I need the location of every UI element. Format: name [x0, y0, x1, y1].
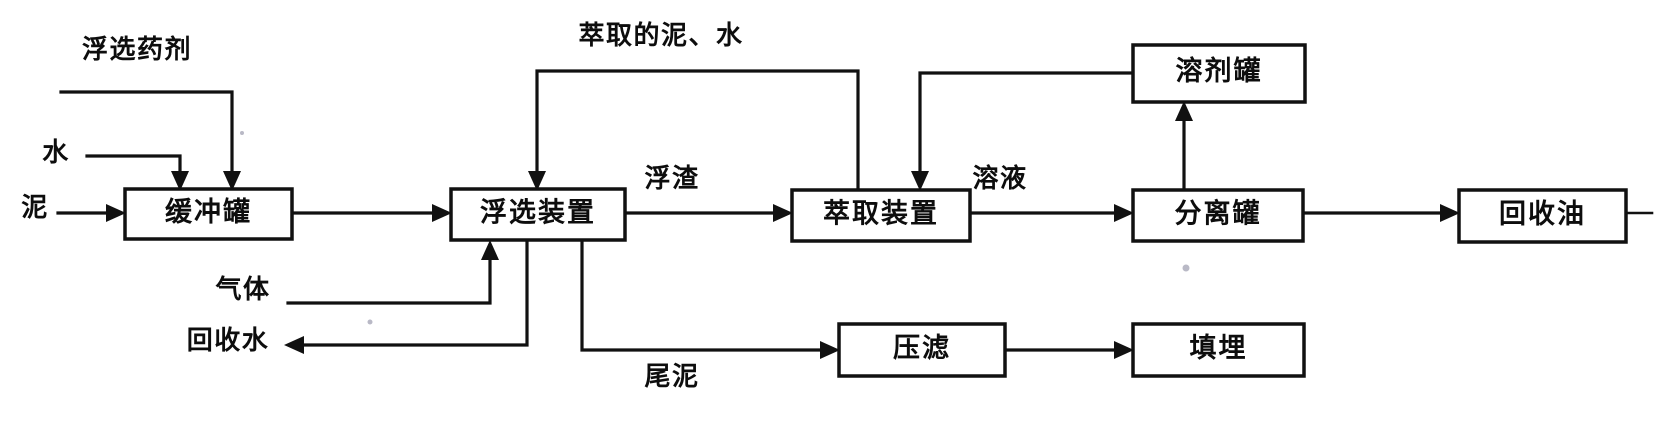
connection-extraction-to-separation [968, 204, 1134, 222]
connection-flotation-to-extraction [623, 204, 793, 222]
node-label-filter-press: 压滤 [893, 333, 951, 363]
node-label-solvent-tank: 溶剂罐 [1176, 55, 1263, 86]
connection-flotation-to-recovered-water [284, 239, 529, 354]
node-label-recovered-oil: 回收油 [1499, 199, 1586, 229]
connection-agent-to-buffer [59, 90, 241, 191]
node-extraction-device[interactable]: 萃取装置 [790, 188, 972, 243]
connection-flotation-to-filter-press [580, 239, 840, 359]
connection-sludge-to-buffer [56, 204, 126, 222]
stream-label-sludge-in: 泥 [21, 193, 49, 222]
node-recovered-oil[interactable]: 回收油 [1457, 188, 1628, 244]
node-landfill[interactable]: 填埋 [1131, 322, 1306, 378]
node-buffer-tank[interactable]: 缓冲罐 [123, 187, 294, 241]
node-label-buffer-tank: 缓冲罐 [165, 196, 252, 227]
connection-separation-to-solvent [1175, 101, 1193, 192]
stream-label-tail-sludge: 尾泥 [644, 362, 699, 391]
node-label-extraction-device: 萃取装置 [823, 199, 939, 229]
node-filter-press[interactable]: 压滤 [837, 322, 1007, 378]
scan-speck [240, 131, 244, 135]
stream-label-flotation-agent: 浮选药剂 [82, 35, 192, 64]
connection-extraction-to-flotation [528, 69, 860, 192]
connection-separation-to-oil [1301, 204, 1460, 222]
node-solvent-tank[interactable]: 溶剂罐 [1131, 43, 1307, 104]
node-separation-tank[interactable]: 分离罐 [1131, 188, 1305, 243]
connection-water-to-buffer [85, 154, 189, 191]
stream-label-gas-in: 气体 [214, 274, 270, 304]
node-label-flotation-device: 浮选装置 [480, 198, 596, 228]
stream-label-water-in: 水 [42, 138, 70, 167]
node-label-landfill: 填埋 [1190, 333, 1248, 363]
stream-label-solution: 溶液 [972, 163, 1027, 193]
scan-speck [1182, 264, 1190, 272]
connection-filter-press-to-landfill [1003, 341, 1134, 359]
stream-label-recovered-water: 回收水 [187, 326, 270, 355]
connection-solvent-to-extraction [911, 71, 1135, 191]
connection-gas-to-flotation [286, 240, 499, 305]
node-label-separation-tank: 分离罐 [1175, 198, 1262, 229]
scan-speck [367, 319, 373, 325]
stream-label-extracted-mud-water: 萃取的泥、水 [578, 20, 743, 50]
node-flotation-device[interactable]: 浮选装置 [449, 187, 627, 242]
stream-label-float-scum: 浮渣 [644, 164, 699, 193]
connection-buffer-to-flotation [290, 204, 452, 222]
